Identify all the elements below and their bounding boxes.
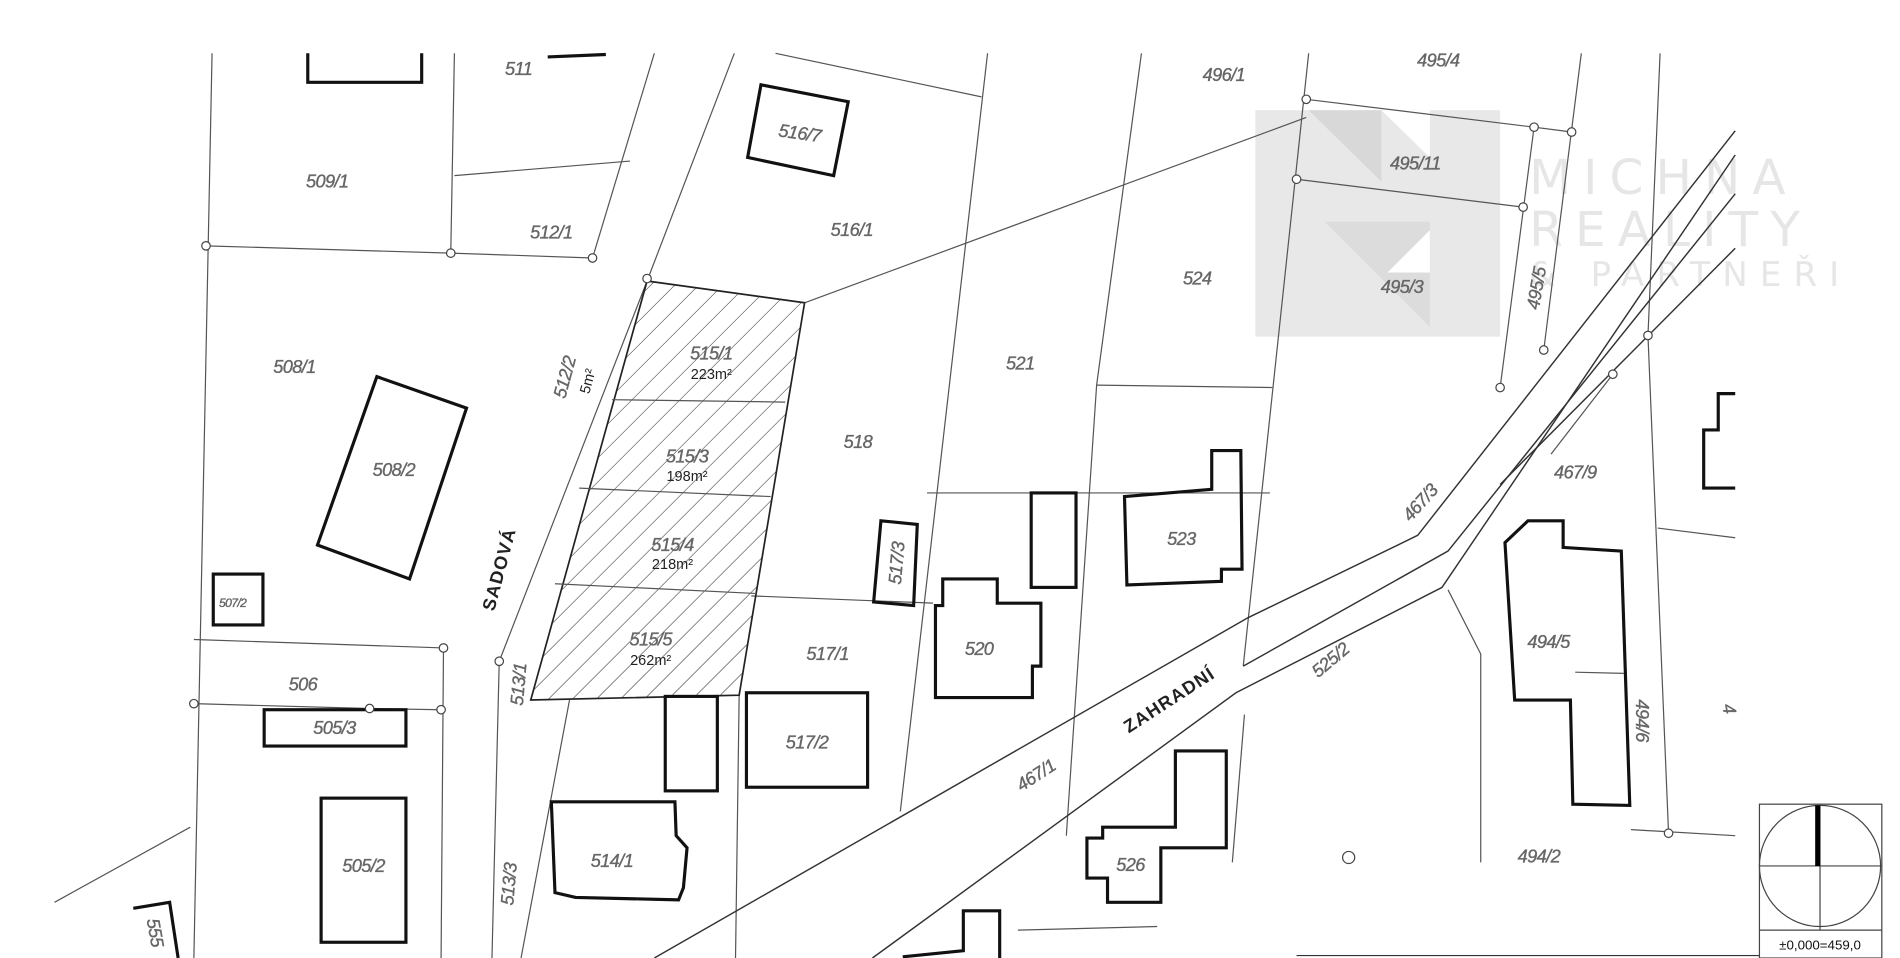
- parcel-label: 495/3: [1381, 277, 1424, 297]
- watermark-line1: MICHNA: [1529, 150, 1797, 206]
- parcel-label: 526: [1116, 855, 1146, 875]
- north-arrow-box: ±0,000=459,0: [1758, 803, 1883, 958]
- parcel-label: 555: [143, 917, 168, 950]
- roads: [653, 130, 1736, 958]
- parcel-label: 513/1: [507, 662, 531, 706]
- parcel-label: 523: [1167, 529, 1196, 549]
- parcel-label: 494/5: [1527, 632, 1571, 652]
- parcel-label: 515/1: [690, 344, 732, 364]
- parcel-label: 496/1: [1203, 65, 1245, 85]
- parcel-label: 517/1: [806, 644, 848, 664]
- parcel-label: 505/3: [313, 718, 356, 738]
- parcel-label: 509/1: [306, 172, 348, 192]
- parcel-label: 467/9: [1554, 462, 1597, 482]
- parcel-label: 520: [965, 639, 994, 659]
- parcel-label: 515/5: [629, 630, 673, 650]
- street-name-sadova: SADOVÁ: [478, 525, 520, 612]
- parcel-area: 223m²: [691, 367, 732, 383]
- parcel-label: 512/1: [530, 223, 572, 243]
- parcel-area: 198m²: [666, 469, 707, 485]
- parcel-label: 507/2: [219, 596, 247, 610]
- parcel-label: 511: [505, 59, 532, 79]
- parcel-label: 515/3: [666, 447, 709, 467]
- parcel-label: 4: [1718, 702, 1739, 715]
- parcel-label: 495/5: [1523, 264, 1550, 311]
- parcel-label: 494/6: [1632, 699, 1652, 743]
- watermark-line2: REALITY: [1529, 202, 1812, 258]
- parcel-area: 5m²: [578, 367, 600, 395]
- elevation-note: ±0,000=459,0: [1779, 938, 1861, 953]
- parcel-label: 495/11: [1390, 154, 1441, 174]
- watermark-line3: & PARTNEŘI: [1529, 254, 1851, 294]
- parcel-label: 494/2: [1518, 846, 1561, 866]
- parcel-label: 467/3: [1399, 480, 1443, 525]
- survey-points: [189, 94, 1674, 865]
- parcel-label: 508/2: [373, 460, 416, 480]
- parcel-label: 505/2: [342, 856, 385, 876]
- parcel-label: 515/4: [651, 535, 694, 555]
- parcel-label: 518: [844, 432, 873, 452]
- parcel-label: 517/2: [786, 732, 829, 752]
- street-name-zahradni: ZAHRADNÍ: [1120, 662, 1219, 737]
- parcel-area: 218m²: [652, 557, 693, 573]
- parcel-label: 506: [289, 674, 319, 694]
- parcel-label: 521: [1006, 353, 1034, 373]
- parcel-label: 513/3: [497, 862, 521, 906]
- buildings: [133, 52, 1736, 958]
- watermark-logo: MICHNA REALITY & PARTNEŘI: [1255, 110, 1851, 337]
- subject-parcels: [529, 280, 806, 701]
- parcel-area: 262m²: [630, 653, 671, 669]
- parcel-label: 516/7: [777, 120, 823, 146]
- parcel-label: 508/1: [273, 357, 315, 377]
- parcel-label: 517/3: [885, 541, 909, 585]
- parcel-label: 512/2: [550, 354, 580, 401]
- parcel-label: 467/1: [1013, 755, 1059, 795]
- parcel-label: 516/1: [831, 220, 873, 240]
- parcel-label: 495/4: [1417, 51, 1460, 71]
- parcel-label: 524: [1183, 269, 1212, 289]
- parcel-label: 514/1: [591, 851, 633, 871]
